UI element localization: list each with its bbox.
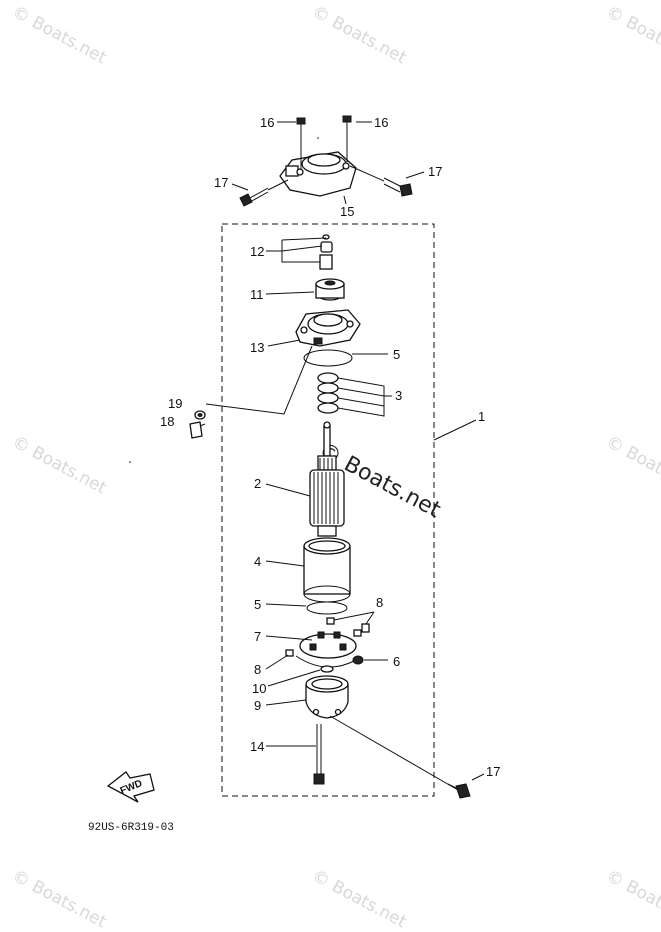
fwd-arrow-icon — [106, 771, 155, 803]
part-14-through-bolt — [313, 724, 325, 785]
part-15-bracket — [279, 151, 357, 197]
part-8-brush — [285, 649, 294, 657]
part-9-end-cover — [305, 675, 349, 719]
callout-17-lower: 17 — [486, 764, 501, 779]
part-8-brush — [353, 629, 362, 637]
part-11-pinion — [315, 278, 345, 301]
callout-8-lower: 8 — [254, 662, 262, 677]
callout-19: 19 — [168, 396, 183, 411]
leader-18-19 — [205, 345, 313, 415]
callout-18: 18 — [160, 414, 175, 429]
part-16-screw-left — [296, 117, 306, 170]
part-6-terminal — [352, 655, 364, 665]
part-8-brush — [361, 623, 370, 633]
callout-4: 4 — [254, 554, 262, 569]
callout-8-top: 8 — [376, 595, 384, 610]
part-18-screw — [189, 421, 206, 439]
callout-16-left: 16 — [260, 115, 275, 130]
part-17-bolt-left — [239, 179, 289, 207]
callout-17-left: 17 — [214, 175, 229, 190]
part-13-front-bracket — [295, 309, 361, 347]
callout-5-top: 5 — [393, 347, 401, 362]
part-7-brush-holder — [295, 631, 357, 668]
part-17-bolt-lower — [447, 783, 471, 799]
parts-diagram: © Boats.net © Boats.net © Boats.net © Bo… — [9, 2, 661, 932]
callout-16-right: 16 — [374, 115, 389, 130]
callout-13: 13 — [250, 340, 265, 355]
callout-6: 6 — [393, 654, 401, 669]
diagram-drawing — [106, 115, 485, 803]
part-5-oring-lower — [306, 601, 348, 615]
part-2-armature — [309, 421, 345, 537]
callout-9: 9 — [254, 698, 262, 713]
part-4-yoke — [303, 537, 351, 603]
callout-7: 7 — [254, 629, 262, 644]
callout-14: 14 — [250, 739, 265, 754]
callout-2: 2 — [254, 476, 262, 491]
callout-3: 3 — [395, 388, 403, 403]
part-3-washers — [317, 372, 385, 417]
callout-12: 12 — [250, 244, 265, 259]
part-5-oring-top — [303, 349, 353, 367]
part-17-bolt-right — [349, 165, 413, 197]
callout-5-lower: 5 — [254, 597, 262, 612]
part-10-washer — [320, 665, 334, 673]
part-19-washer — [194, 410, 206, 420]
assembly-outline — [221, 223, 435, 797]
callout-15: 15 — [340, 204, 355, 219]
leader-17-lower — [329, 715, 459, 791]
callout-10: 10 — [252, 681, 267, 696]
part-12-set — [319, 234, 333, 270]
diagram-code: 92US-6R319-03 — [88, 822, 174, 834]
part-16-screw-right — [342, 115, 352, 162]
callout-1: 1 — [478, 409, 486, 424]
part-8-brush — [326, 617, 335, 625]
callout-11: 11 — [250, 287, 264, 302]
callout-17-right: 17 — [428, 164, 443, 179]
